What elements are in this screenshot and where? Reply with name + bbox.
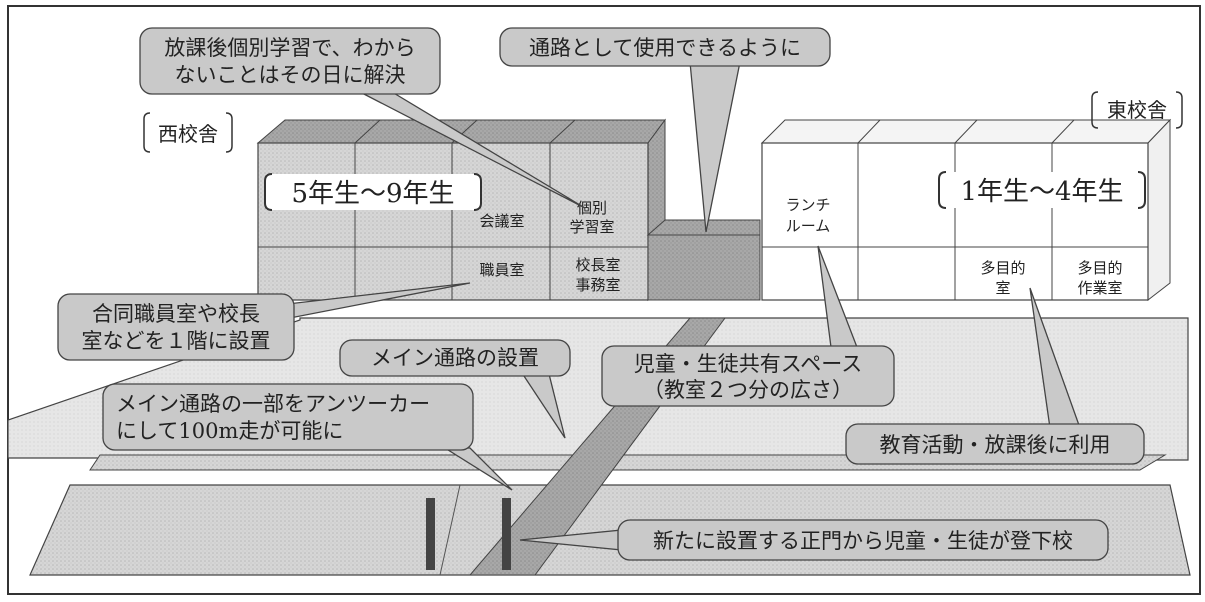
east-building — [760, 118, 1172, 302]
callout-anchor-track: メイン通路の一部をアンツーカー にして100m走が可能に — [102, 383, 513, 491]
callout-shared-space-line2: （教室２つ分の広さ） — [643, 378, 853, 402]
room-staff: 職員室 — [479, 261, 524, 279]
room-individual-study-line1: 個別 — [577, 199, 607, 217]
callout-anchor-track-line1: メイン通路の一部をアンツーカー — [116, 392, 430, 416]
callout-education-use: 教育活動・放課後に利用 — [845, 287, 1145, 465]
room-meeting: 会議室 — [479, 212, 524, 230]
callout-joint-staff-room: 合同職員室や校長 室などを１階に設置 — [57, 282, 471, 361]
west-building-label: 西校舎 — [158, 122, 218, 146]
callout-new-gate: 新たに設置する正門から児童・生徒が登下校 — [519, 519, 1109, 561]
room-principal-line1: 校長室 — [575, 256, 620, 274]
callout-after-school-study-line2: ないことはその日に解決 — [175, 63, 406, 87]
callout-new-gate-text: 新たに設置する正門から児童・生徒が登下校 — [653, 529, 1073, 553]
callout-passage-use-text: 通路として使用できるように — [529, 36, 801, 60]
callout-anchor-track-line2: にして100m走が可能に — [116, 419, 343, 443]
room-multipurpose2-line2: 作業室 — [1077, 279, 1122, 297]
callout-joint-staff-room-line2: 室などを１階に設置 — [82, 329, 271, 353]
east-grades-label: 1年生～4年生 — [960, 177, 1123, 207]
west-building-label-group: 西校舎 — [143, 112, 233, 153]
room-lunch-line1: ランチ — [785, 196, 830, 214]
callout-after-school-study-line1: 放課後個別学習で、わから — [164, 36, 415, 60]
callout-joint-staff-room-line1: 合同職員室や校長 — [92, 302, 260, 326]
west-grades-group: 5年生～9年生 — [264, 173, 482, 211]
east-building-label: 東校舎 — [1107, 98, 1167, 122]
west-building — [256, 118, 666, 302]
room-principal-line2: 事務室 — [575, 276, 620, 294]
room-multipurpose1-line2: 室 — [995, 279, 1010, 297]
callout-education-use-text: 教育活動・放課後に利用 — [880, 433, 1111, 457]
room-multipurpose2-line1: 多目的 — [1077, 259, 1122, 277]
room-individual-study-line2: 学習室 — [569, 218, 614, 236]
callout-after-school-study: 放課後個別学習で、わから ないことはその日に解決 — [139, 27, 586, 209]
callout-main-passage-text: メイン通路の設置 — [371, 346, 539, 370]
east-building-label-group: 東校舎 — [1091, 91, 1183, 129]
callout-shared-space: 児童・生徒共有スペース （教室２つ分の広さ） — [601, 245, 895, 407]
gate-posts — [426, 498, 511, 570]
callout-passage-use: 通路として使用できるように — [499, 27, 831, 233]
connecting-corridor — [646, 219, 761, 301]
callout-shared-space-line1: 児童・生徒共有スペース — [634, 352, 862, 376]
callout-main-passage: メイン通路の設置 — [339, 339, 571, 439]
diagram-frame — [7, 5, 1201, 595]
west-grades-label: 5年生～9年生 — [291, 179, 454, 209]
room-lunch-line2: ルーム — [786, 217, 831, 235]
east-grades-group: 1年生～4年生 — [938, 171, 1146, 209]
room-multipurpose1-line1: 多目的 — [980, 259, 1025, 277]
